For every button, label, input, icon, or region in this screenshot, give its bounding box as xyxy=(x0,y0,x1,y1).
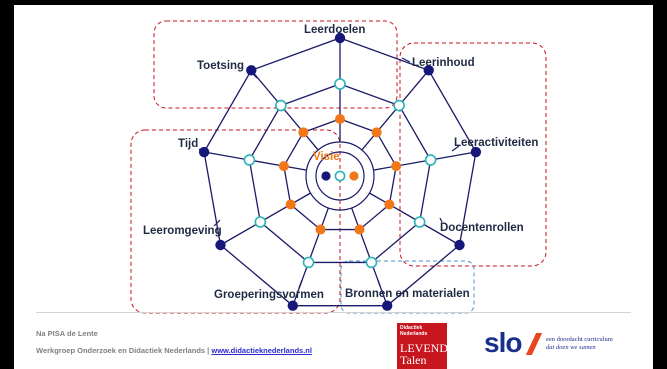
footer-title: Na PISA de Lente xyxy=(36,329,98,338)
outer-node xyxy=(381,300,393,311)
middle-node xyxy=(334,78,346,90)
center-circle-inner xyxy=(315,151,365,201)
slo-logo: slo xyxy=(484,327,522,358)
inner-node xyxy=(384,199,395,210)
leader-line xyxy=(298,279,303,289)
inner-node xyxy=(335,114,345,124)
leader-line xyxy=(401,57,411,63)
slo-tagline-1: een doordacht curriculum xyxy=(546,336,613,343)
leader-line xyxy=(451,145,460,152)
web-spoke xyxy=(250,69,319,151)
web-spoke xyxy=(351,207,388,306)
middle-node xyxy=(424,154,437,166)
label-visie: Visie xyxy=(313,151,340,163)
label-toetsing: Toetsing xyxy=(197,60,245,72)
footer-link[interactable]: www.didactieknederlands.nl xyxy=(211,346,312,355)
middle-node xyxy=(413,216,426,228)
web-spoke xyxy=(361,69,430,151)
slo-tagline: een doordacht curriculum dat doen we sam… xyxy=(546,336,613,351)
inner-node xyxy=(278,161,289,172)
web-spoke xyxy=(203,151,307,171)
web-ring-2 xyxy=(248,83,432,264)
middle-node xyxy=(393,99,405,112)
footer-org-text: Werkgroep Onderzoek en Didactiek Nederla… xyxy=(36,346,210,355)
web-rings xyxy=(203,37,477,307)
web-ring-1 xyxy=(283,118,397,231)
label-leerinhoud: Leerinhoud xyxy=(412,57,475,69)
center-node-orange xyxy=(349,171,359,181)
outer-node xyxy=(470,146,482,158)
inner-node xyxy=(315,224,326,235)
outer-node xyxy=(334,32,346,44)
middle-node xyxy=(365,256,378,269)
levende-small-text: Didactiek Nederlands xyxy=(400,325,428,337)
center-node-teal xyxy=(334,170,346,182)
web-spoke xyxy=(373,151,477,171)
web-spoke xyxy=(369,192,460,246)
middle-node xyxy=(243,154,256,166)
label-leerdoelen: Leerdoelen xyxy=(304,24,366,36)
middle-node xyxy=(302,256,315,269)
levende-line1: LEVENDE xyxy=(400,341,456,355)
center-node-blue xyxy=(321,171,331,181)
curricular-spiderweb-diagram xyxy=(130,20,547,314)
slide: Leerdoelen Leerinhoud Leeractiviteiten D… xyxy=(14,5,653,369)
leader-line xyxy=(377,279,381,287)
box-left xyxy=(130,129,341,314)
leader-line xyxy=(439,217,443,223)
levende-line2: Talen xyxy=(400,353,427,367)
inner-node xyxy=(371,127,382,138)
outer-node xyxy=(215,239,226,251)
inner-node xyxy=(298,127,309,138)
outer-node xyxy=(287,300,299,311)
label-bronnen-en-materialen: Bronnen en materialen xyxy=(345,288,470,300)
middle-node xyxy=(275,99,287,112)
label-leeractiviteiten: Leeractiviteiten xyxy=(454,137,539,149)
outer-node xyxy=(246,65,257,76)
outer-node xyxy=(454,239,465,251)
leader-line xyxy=(213,219,221,227)
web-ring-3 xyxy=(203,37,477,307)
label-docentenrollen: Docentenrollen xyxy=(440,222,524,234)
inner-node xyxy=(354,224,365,235)
box-top xyxy=(153,20,398,109)
footer-org: Werkgroep Onderzoek en Didactiek Nederla… xyxy=(36,346,312,355)
inner-node xyxy=(285,199,296,210)
web-spokes xyxy=(198,31,477,306)
inner-node xyxy=(391,161,402,172)
outer-node xyxy=(198,146,210,158)
footer-divider xyxy=(36,312,631,313)
label-groeperingsvormen: Groeperingsvormen xyxy=(214,289,324,301)
label-tijd: Tijd xyxy=(178,138,199,150)
web-spoke xyxy=(292,207,329,306)
label-leeromgeving: Leeromgeving xyxy=(143,225,222,237)
slo-tagline-2: dat doen we samen xyxy=(546,343,596,351)
outer-node xyxy=(423,65,434,76)
web-spoke xyxy=(220,192,311,246)
box-bottom xyxy=(340,260,475,314)
levende-talen-logo: Didactiek Nederlands LEVENDE Talen xyxy=(397,323,456,369)
web-nodes xyxy=(198,32,482,311)
highlight-boxes xyxy=(130,20,547,314)
middle-node xyxy=(254,216,267,228)
